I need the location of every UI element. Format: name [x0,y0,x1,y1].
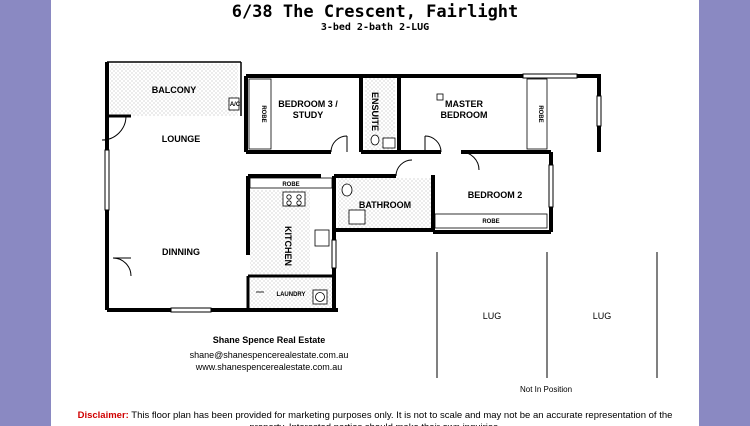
robes [248,78,548,229]
parking-note: Not In Position [519,385,573,394]
label-kitchen: KITCHEN [283,226,293,266]
label-bedroom3-line2: STUDY [293,110,324,120]
label-dinning: DINNING [162,247,200,257]
agency-website[interactable]: www.shanespencerealestate.com.au [195,362,343,372]
label-laundry: LAUNDRY [276,292,305,298]
label-bedroom2: BEDROOM 2 [468,190,523,200]
label-robe-kitchen: ROBE [282,182,299,188]
disclaimer-text: This floor plan has been provided for ma… [131,410,673,426]
parking-bays [436,252,658,378]
label-robe-bedroom2: ROBE [482,219,499,225]
label-robe-bedroom3: ROBE [260,105,266,122]
label-robe-master: ROBE [537,105,543,122]
property-subtitle: 3-bed 2-bath 2-LUG [320,22,430,33]
label-master-line1: MASTER [445,99,484,109]
agency-name: Shane Spence Real Estate [212,335,326,345]
fixtures [228,93,444,305]
label-bedroom3-line1: BEDROOM 3 / [278,99,338,109]
agency-email[interactable]: shane@shanespencerealestate.com.au [189,350,349,360]
label-balcony: BALCONY [152,85,197,95]
label-ensuite: ENSUITE [370,92,380,131]
disclaimer: Disclaimer: This floor plan has been pro… [61,410,689,426]
windows [104,73,602,313]
label-ac: A/C [230,102,241,108]
label-lounge: LOUNGE [162,134,201,144]
label-lug-left: LUG [483,311,502,321]
doors [101,115,480,277]
label-lug-right: LUG [593,311,612,321]
floor-plan-page: 6/38 The Crescent, Fairlight 3-bed 2-bat… [51,0,699,426]
property-title: 6/38 The Crescent, Fairlight [231,2,519,22]
label-bathroom: BATHROOM [359,200,411,210]
disclaimer-label: Disclaimer: [77,410,129,421]
floor-plan-diagram: BALCONY A/C LOUNGE DINNING BEDROOM 3 / S… [101,61,658,378]
balcony-tiles [110,64,238,116]
label-master-line2: BEDROOM [441,110,488,120]
